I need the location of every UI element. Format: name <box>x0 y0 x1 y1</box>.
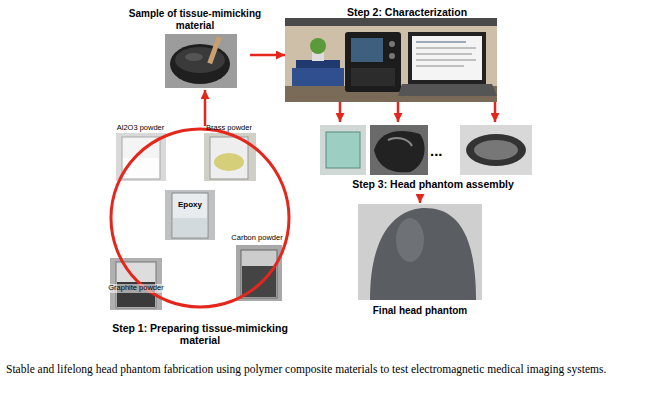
characterization-photo-part <box>285 18 497 26</box>
shell-layer-photo-part <box>466 134 526 166</box>
characterization-photo-part <box>285 18 497 102</box>
epoxy-beaker-photo-part <box>165 190 215 240</box>
epoxy-beaker-photo-part <box>173 218 207 237</box>
process-cycle-circle: Step 1: Preparing tissue-mimicking mater… <box>108 126 292 354</box>
characterization-photo-part <box>398 84 497 96</box>
ingredient-label: Epoxy <box>162 200 218 209</box>
epoxy-beaker-photo-part <box>172 193 208 238</box>
characterization-photo-part <box>416 59 476 61</box>
characterization-photo-part <box>351 68 395 86</box>
step-photo-box: Step 2: Characterization <box>285 4 497 102</box>
characterization-photo-part <box>412 36 482 80</box>
figure-caption: Stable and lifelong head phantom fabrica… <box>6 362 661 378</box>
ingredient-label: Brass powder <box>196 124 262 133</box>
moulded-layer-photo-part <box>370 125 428 175</box>
shell-layer-photo <box>460 125 532 175</box>
step-photo-box: Step 3: Head phantom assembly <box>318 122 534 194</box>
characterization-photo <box>285 18 497 102</box>
sample-photo-part <box>185 53 203 61</box>
ingredient-photo: Epoxy <box>162 183 218 241</box>
flow-arrow <box>494 102 497 122</box>
mould-tank-photo-part <box>326 132 360 168</box>
characterization-photo-part <box>416 53 472 55</box>
brass-beaker-photo-part <box>210 137 248 179</box>
cycle-ring <box>111 129 289 307</box>
carbon-beaker-photo-part <box>241 250 277 298</box>
brass-beaker-photo-part <box>214 153 244 171</box>
moulded-layer-photo-part <box>374 131 425 172</box>
flow-arrow <box>397 102 400 122</box>
flow-arrow <box>419 194 422 203</box>
brass-beaker-photo-part <box>204 133 256 181</box>
characterization-photo-part <box>296 60 340 68</box>
sample-photo-part <box>175 47 225 73</box>
sample-photo-part <box>207 36 221 64</box>
characterization-photo-part <box>416 65 464 67</box>
cycle-outline <box>108 126 292 310</box>
moulded-layer-photo-part <box>388 138 412 146</box>
head-phantom-photo <box>358 204 482 300</box>
step-label: Final head phantom <box>355 305 485 317</box>
step-label: Step 1: Preparing tissue-mimicking mater… <box>100 322 300 346</box>
characterization-photo-part <box>310 38 326 54</box>
flow-arrow <box>204 90 207 126</box>
mould-tank-photo-part <box>320 125 366 175</box>
result-photo-box: Final head phantom <box>355 203 485 321</box>
sample-photo <box>165 34 237 88</box>
epoxy-beaker-photo <box>165 190 215 240</box>
characterization-photo-part <box>345 32 401 92</box>
flow-arrow <box>339 102 342 122</box>
ellipsis-mark: ... <box>430 142 443 159</box>
step-label: Step 3: Head phantom assembly <box>328 178 538 190</box>
head-phantom-photo-part <box>370 208 476 300</box>
flow-arrow <box>250 54 285 57</box>
moulded-layer-photo <box>370 125 428 175</box>
carbon-beaker-photo <box>236 245 282 301</box>
characterization-photo-part <box>416 47 476 49</box>
alumina-beaker-photo-part <box>123 158 159 178</box>
ingredient-photo: Brass powder <box>200 124 258 182</box>
step-photo-box: Sample of tissue-mimicking material <box>140 4 250 90</box>
shell-layer-photo-part <box>460 125 532 175</box>
sample-photo-part <box>165 34 237 88</box>
characterization-photo-part <box>389 41 395 47</box>
ingredient-label: Al2O3 powder <box>108 124 173 133</box>
step-label: Sample of tissue-mimicking material <box>120 8 270 31</box>
sample-photo-part <box>170 44 230 84</box>
head-phantom-photo-part <box>396 218 424 262</box>
characterization-photo-part <box>408 32 486 84</box>
ingredient-label: Carbon powder <box>224 234 290 243</box>
step-label: Step 2: Characterization <box>307 6 507 18</box>
characterization-photo-part <box>389 53 395 59</box>
ingredient-photo: Al2O3 powder <box>113 124 168 182</box>
shell-layer-photo-part <box>474 140 518 160</box>
characterization-photo-part <box>292 68 344 86</box>
ingredient-label: Graphite powder <box>102 284 170 293</box>
brass-beaker-photo <box>204 133 256 181</box>
characterization-photo-part <box>416 41 466 43</box>
head-phantom-photo-part <box>358 204 482 300</box>
carbon-beaker-photo-part <box>236 245 282 301</box>
characterization-photo-part <box>351 38 383 62</box>
ingredient-photo: Carbon powder <box>228 232 286 302</box>
ingredient-photo: Graphite powder <box>106 258 166 312</box>
mould-tank-photo <box>320 125 366 175</box>
